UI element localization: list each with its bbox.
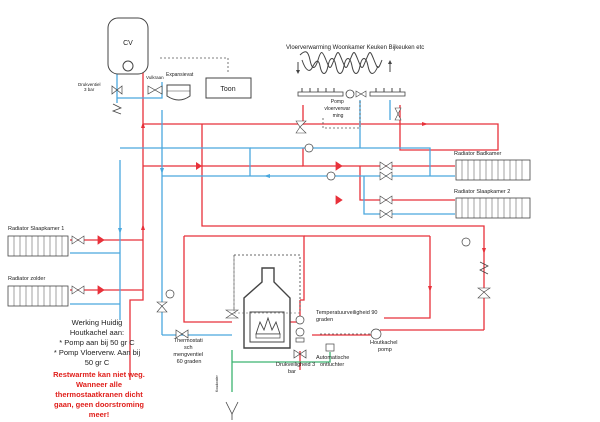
expansievat-label: Expansievat [166, 72, 194, 78]
flow-arrows [118, 122, 486, 292]
supply-pipes [70, 72, 499, 380]
werking-line2: Houtkachel aan: [69, 328, 125, 337]
fill-valve: Vulkraan [146, 75, 164, 95]
houtkachel-pomp-line2: pomp [378, 347, 392, 353]
warning-note: Restwarmte kan niet weg. Wanneer alle th… [44, 370, 154, 420]
radiator-valve-arrows [97, 161, 343, 295]
radiator-slaapkamer-2: Radiator Slaapkamer 2 [454, 189, 531, 219]
thermometer-gauges [165, 143, 471, 299]
thermostatisch-mengventiel-line4: 60 graden [177, 359, 202, 365]
return-pipes [70, 72, 455, 336]
vulkraan-label: Vulkraan [146, 75, 164, 80]
cv-pump-icon [122, 60, 134, 72]
stove-components [175, 315, 382, 359]
svg-text:Drukventiel 3 bar: Drukventiel 3 bar [78, 82, 102, 92]
svg-text:Houtkachel pomp: Houtkachel pomp [370, 340, 399, 353]
koudwater-label: Koudwater [215, 374, 219, 392]
svg-text:Automatische ontluchter: Automatische ontluchter [316, 355, 351, 368]
thermostatisch-mengventiel-line2: sch [184, 345, 193, 351]
drukveiligheid-line2: bar [288, 369, 296, 375]
werking-note: Werking Huidig Houtkachel aan: * Pomp aa… [38, 318, 156, 368]
houtkachel-pomp-line1: Houtkachel [370, 340, 398, 346]
drain-symbol [225, 401, 239, 420]
floor-heating: Vloerverwarming Woonkamer Keuken Bijkeuk… [286, 45, 424, 119]
drukveiligheid-line1: Drukveiligheid 3 [276, 362, 315, 368]
werking-line1: Werking Huidig [71, 318, 123, 327]
pomp-vloerverwarming-line3: ming [333, 113, 344, 119]
svg-text:Drukveiligheid 3 bar: Drukveiligheid 3 bar [276, 362, 317, 375]
warning-line4: gaan, geen doorstroming [53, 400, 144, 409]
werking-line3: * Pomp aan bij 50 gr C [59, 338, 135, 347]
valves [71, 107, 491, 319]
automatische-ontluchter-line1: Automatische [316, 355, 349, 361]
expansion-vessel: Expansievat [166, 72, 194, 101]
radiator-zolder-label: Radiator zolder [8, 276, 45, 282]
cold-water-pipes [231, 350, 331, 392]
thermostatisch-mengventiel-line1: Thermostati [174, 338, 203, 344]
thermostatisch-mengventiel-line3: mengventiel [173, 352, 203, 358]
temperatuurveiligheid-line2: graden [316, 317, 333, 323]
vloerverwarming-title: Vloerverwarming Woonkamer Keuken Bijkeuk… [286, 45, 424, 51]
houtkachel-pump-icon [370, 328, 382, 340]
radiator-badkamer-label: Radiator Badkamer [454, 151, 502, 157]
toon-thermostat: Toon [205, 77, 252, 99]
warning-line2: Wanneer alle [76, 380, 122, 389]
temperatuurveiligheid-line1: Temperatuurveiligheid 90 [316, 310, 377, 316]
radiator-badkamer: Radiator Badkamer [454, 151, 531, 181]
cv-boiler: CV [107, 17, 149, 75]
radiator-slaapkamer-1-label: Radiator Slaapkamer 1 [8, 226, 64, 232]
svg-text:Pomp vloerverwar m: Pomp vloerverwar ming [324, 99, 351, 119]
werking-line4: * Pomp Vloerverw. Aan bij [53, 348, 141, 357]
drukventiel-label: Drukventiel [78, 82, 101, 87]
toon-label: Toon [220, 86, 235, 93]
wood-stove [243, 267, 291, 349]
drukventiel-value: 3 bar [84, 87, 95, 92]
svg-text:Temperatuurveiligheid 90 g: Temperatuurveiligheid 90 graden [316, 310, 379, 323]
warning-line3: thermostaatkranen dicht [55, 390, 143, 399]
pomp-vloerverwarming-line2: vloerverwar [324, 106, 350, 112]
radiator-slaapkamer-2-label: Radiator Slaapkamer 2 [454, 189, 510, 195]
warning-line5: meer! [88, 410, 110, 419]
warning-line1: Restwarmte kan niet weg. [53, 370, 145, 379]
safety-valve-zigzag [479, 261, 489, 275]
radiator-zolder: Radiator zolder [7, 276, 69, 307]
svg-text:Thermostati sch mengve: Thermostati sch mengventiel 60 graden [173, 338, 204, 365]
werking-line5: 50 gr C [84, 358, 110, 367]
floor-heating-pump-icon [345, 89, 355, 99]
pomp-vloerverwarming-line1: Pomp [331, 99, 344, 105]
cv-label: CV [123, 40, 133, 47]
pressure-valve: Drukventiel 3 bar [78, 82, 123, 115]
automatische-ontluchter-line2: ontluchter [320, 362, 344, 368]
stove-control-frame [233, 254, 301, 314]
radiator-slaapkamer-1: Radiator Slaapkamer 1 [7, 226, 69, 257]
